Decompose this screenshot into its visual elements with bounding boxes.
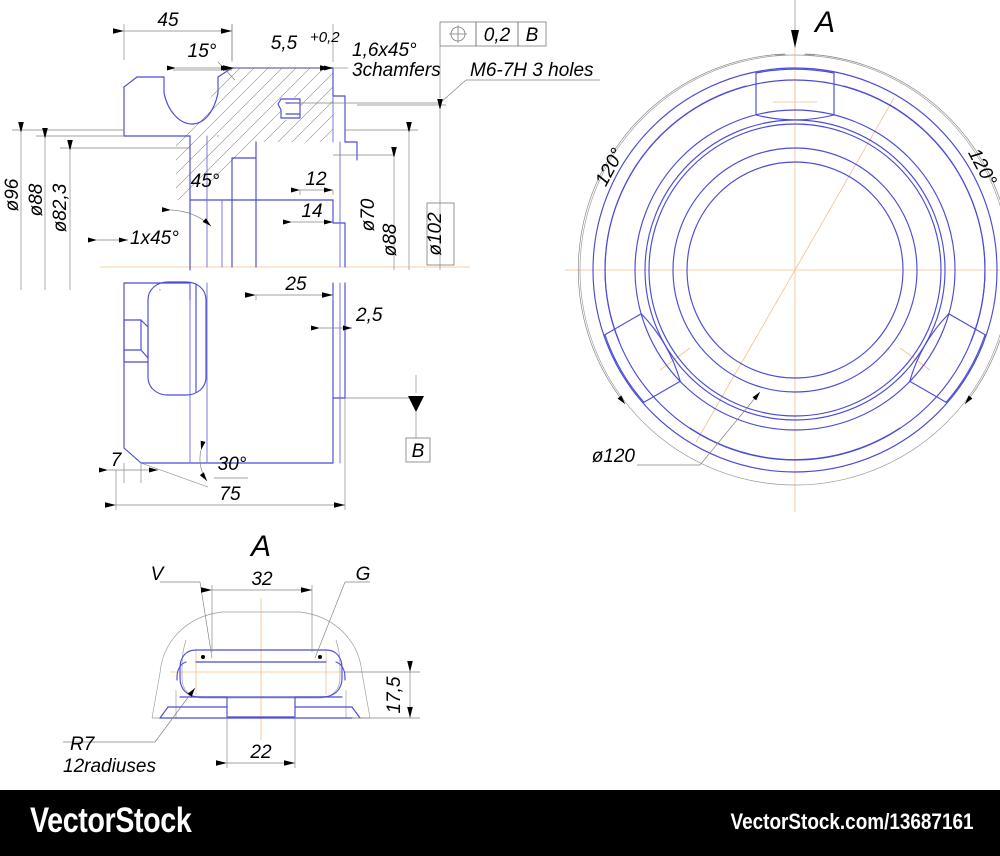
dimension-45deg: 45° xyxy=(161,171,220,227)
note-m6-leader: M6-7H 3 holes xyxy=(290,60,600,104)
main-cross-section-view: 45 15° 5,5 +0,2 1,6x45° 3chamfers xyxy=(2,10,600,510)
position-tolerance-frame: 0,2 B xyxy=(439,21,547,98)
dimension-16x45-label: 1,6x45° xyxy=(352,40,417,61)
detail-surface-dots xyxy=(201,655,322,659)
note-r7: R7 12radiuses xyxy=(63,687,196,777)
technical-drawing-canvas: 45 15° 5,5 +0,2 1,6x45° 3chamfers xyxy=(2,0,1000,777)
tolerance-datum: B xyxy=(526,25,539,46)
note-r7-line2: 12radiuses xyxy=(63,756,156,777)
detail-view-a: A xyxy=(63,530,420,777)
dimension-32-label: 32 xyxy=(251,569,273,590)
part-inner-edges-lower xyxy=(189,282,341,464)
dimension-d70-label: ø70 xyxy=(358,198,379,231)
leader-g-label: G xyxy=(356,564,371,585)
note-m6-label: M6-7H 3 holes xyxy=(470,60,594,81)
watermark-url: VectorStock.com/13687161 xyxy=(731,809,974,834)
dimension-75-label: 75 xyxy=(219,484,241,505)
tapped-hole-m6 xyxy=(277,98,301,119)
dimension-d120-label: ø120 xyxy=(592,446,636,467)
angle-left-label: 120° xyxy=(592,145,629,190)
circular-centerlines xyxy=(565,28,1000,512)
dimension-14-label: 14 xyxy=(301,201,322,222)
dimension-17-5: 17,5 xyxy=(345,661,420,719)
lug-lower-right xyxy=(604,313,681,403)
dimension-30deg: 30° xyxy=(140,440,248,488)
note-r7-line1: R7 xyxy=(70,734,96,755)
detail-centerlines xyxy=(170,598,352,740)
dimension-25: 25 xyxy=(245,274,334,300)
dimension-d823-label: ø82,3 xyxy=(50,183,71,232)
dimension-d96-label: ø96 xyxy=(2,178,23,211)
detail-view-label: A xyxy=(249,530,271,563)
dimension-25-label: 25 xyxy=(284,274,307,295)
dimension-12: 12 xyxy=(291,169,334,195)
reference-circle-120 xyxy=(579,54,1000,486)
watermark-brand: VectorStock xyxy=(30,801,192,840)
dimension-22-label: 22 xyxy=(249,742,272,763)
leader-v-label: V xyxy=(151,564,166,585)
dimension-7: 7 xyxy=(99,450,158,483)
dimension-55-tolerance: +0,2 xyxy=(310,29,340,46)
dimension-1x45-label: 1x45° xyxy=(130,228,179,249)
datum-b-symbol: B xyxy=(345,375,431,463)
dimension-55: 5,5 +0,2 xyxy=(223,24,340,71)
datum-b-label: B xyxy=(412,441,425,462)
dimension-17-5-label: 17,5 xyxy=(384,676,405,713)
dimension-d88-left-label: ø88 xyxy=(26,183,47,216)
dimension-75: 75 xyxy=(105,398,346,510)
dimension-32: 32 xyxy=(201,569,313,652)
dimension-d88-right-label: ø88 xyxy=(380,223,401,256)
dimension-30deg-label: 30° xyxy=(218,454,247,475)
lug-top xyxy=(755,68,835,121)
dimension-45-label: 45 xyxy=(157,10,179,31)
dimension-d88-right: ø88 xyxy=(345,122,418,270)
dimension-1x45: 1x45° xyxy=(88,228,179,249)
dimension-16x45: 1,6x45° 3chamfers xyxy=(324,40,441,81)
dimension-7-label: 7 xyxy=(111,450,123,471)
leader-g: G xyxy=(314,564,371,659)
circular-view-label: A xyxy=(813,6,835,39)
section-arrow-a xyxy=(791,0,799,48)
dimension-15deg: 15° xyxy=(167,41,236,81)
dimension-2-5: 2,5 xyxy=(311,305,383,331)
dimension-d120: ø120 xyxy=(592,391,761,467)
part-outline-lower xyxy=(123,282,346,464)
dimension-45deg-label: 45° xyxy=(191,171,220,192)
dimension-2-5-label: 2,5 xyxy=(355,305,383,326)
leader-v: V xyxy=(151,564,213,659)
watermark-bar: VectorStock VectorStock.com/13687161 xyxy=(0,790,1000,856)
dimension-d96: ø96 xyxy=(2,122,124,290)
dimension-d88-left: ø88 xyxy=(26,128,124,290)
lug-lower-left xyxy=(909,313,986,403)
part-inner-edges-upper xyxy=(206,95,341,268)
note-3chamfers: 3chamfers xyxy=(352,60,441,81)
dimension-15deg-label: 15° xyxy=(188,41,217,62)
dimension-d70: ø70 xyxy=(333,147,397,270)
dimension-12-label: 12 xyxy=(305,169,327,190)
segmented-ring-arcs xyxy=(604,85,986,461)
dimension-d102-label: ø102 xyxy=(425,212,446,256)
position-icon xyxy=(449,25,467,43)
tolerance-value: 0,2 xyxy=(484,25,511,46)
dimension-d102: ø102 xyxy=(357,99,455,270)
circular-front-view: A 120° 120° ø120 xyxy=(565,0,1000,512)
keyhole-slot xyxy=(123,281,207,396)
dimension-55-label: 5,5 xyxy=(271,33,298,54)
detail-object-lines xyxy=(159,649,361,719)
dimension-14: 14 xyxy=(283,201,333,225)
dimension-d823: ø82,3 xyxy=(50,140,190,290)
dimension-22: 22 xyxy=(216,717,296,768)
